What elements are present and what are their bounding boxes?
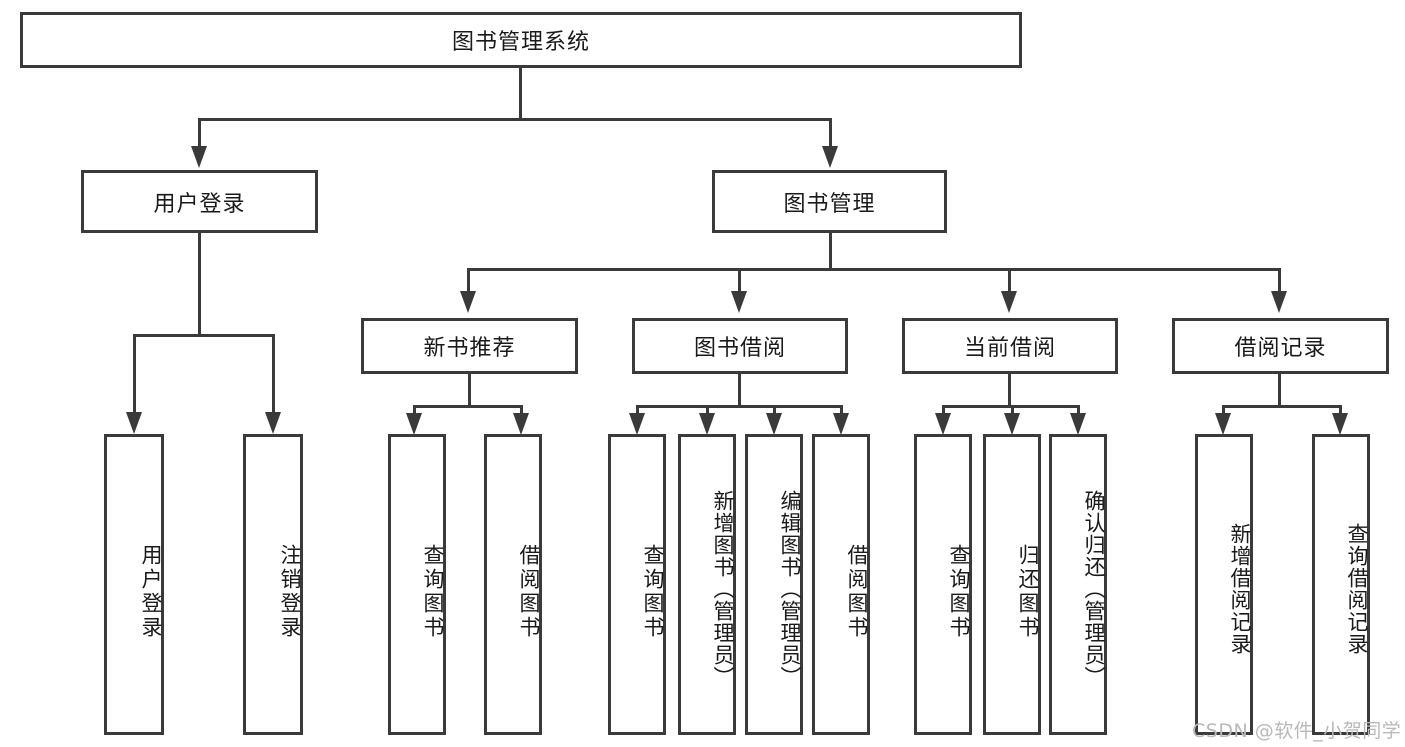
edge-cb-to-confirm [1077, 405, 1080, 417]
edge-cb-bar [942, 405, 1079, 408]
edge-user-login-bar [133, 334, 275, 337]
edge-bb-to-lend [840, 405, 843, 417]
leaf-bb-borrow-book[interactable]: 借阅图书 [812, 434, 870, 735]
arrow-user-login-to-login [126, 412, 142, 434]
edge-user-login-to-logout [272, 334, 275, 414]
edge-bm-to-record [1278, 268, 1281, 293]
node-borrow-record[interactable]: 借阅记录 [1172, 318, 1389, 374]
edge-cb-trunk [1008, 374, 1011, 408]
edge-cb-to-return [1011, 405, 1014, 417]
arrow-bb-to-add [699, 413, 715, 435]
arrow-bm-to-record [1271, 291, 1287, 313]
arrow-br-to-add [1215, 413, 1231, 435]
arrow-bm-to-current [1001, 291, 1017, 313]
edge-book-manage-trunk [829, 233, 832, 271]
leaf-cb-query-book[interactable]: 查询图书 [914, 434, 972, 735]
node-root-system[interactable]: 图书管理系统 [20, 12, 1022, 68]
edge-bb-to-edit [773, 405, 776, 417]
leaf-nbr-borrow-book[interactable]: 借阅图书 [484, 434, 542, 735]
edge-bb-bar [636, 405, 843, 408]
arrow-nbr-to-borrow [513, 413, 529, 435]
edge-bm-to-current [1008, 268, 1011, 293]
leaf-br-add-record[interactable]: 新增借阅记录 [1195, 434, 1253, 735]
arrow-br-to-query [1332, 413, 1348, 435]
leaf-nbr-query-book[interactable]: 查询图书 [388, 434, 446, 735]
edge-br-to-add [1222, 405, 1225, 417]
edge-book-manage-bar [467, 268, 1279, 271]
leaf-bb-add-book-admin[interactable]: 新增图书（管理员） [678, 434, 736, 735]
edge-br-to-query [1339, 405, 1342, 417]
leaf-user-logout[interactable]: 注销登录 [243, 434, 303, 735]
arrow-cb-to-return [1004, 413, 1020, 435]
arrow-nbr-to-query [406, 413, 422, 435]
edge-bm-to-borrow [738, 268, 741, 293]
leaf-bb-query-book[interactable]: 查询图书 [608, 434, 666, 735]
node-user-login[interactable]: 用户登录 [81, 170, 318, 233]
node-current-borrow[interactable]: 当前借阅 [902, 318, 1118, 374]
edge-root-bar [198, 118, 832, 121]
edge-nbr-to-query [413, 405, 416, 417]
arrow-user-login-to-logout [265, 412, 281, 434]
edge-root-trunk [519, 68, 522, 120]
leaf-user-login[interactable]: 用户登录 [104, 434, 164, 735]
arrow-bb-to-edit [766, 413, 782, 435]
arrow-cb-to-confirm [1070, 413, 1086, 435]
edge-br-bar [1222, 405, 1342, 408]
edge-root-to-user-login [198, 118, 201, 148]
edge-bb-trunk [738, 374, 741, 408]
edge-user-login-to-login [133, 334, 136, 414]
node-book-borrow[interactable]: 图书借阅 [632, 318, 848, 374]
arrow-bb-to-query [629, 413, 645, 435]
arrow-cb-to-query [935, 413, 951, 435]
edge-bm-to-new-book [467, 268, 470, 293]
arrow-bm-to-new-book [460, 291, 476, 313]
edge-user-login-trunk [198, 233, 201, 337]
arrow-root-to-book-manage [822, 146, 838, 168]
leaf-cb-confirm-return-admin[interactable]: 确认归还（管理员） [1049, 434, 1107, 735]
leaf-cb-return-book[interactable]: 归还图书 [983, 434, 1041, 735]
node-book-manage[interactable]: 图书管理 [712, 170, 947, 233]
arrow-root-to-user-login [191, 146, 207, 168]
leaf-bb-edit-book-admin[interactable]: 编辑图书（管理员） [745, 434, 803, 735]
arrow-bm-to-borrow [731, 291, 747, 313]
node-new-book-recommend[interactable]: 新书推荐 [361, 318, 578, 374]
edge-br-trunk [1278, 374, 1281, 408]
edge-root-to-book-manage [829, 118, 832, 148]
edge-cb-to-query [942, 405, 945, 417]
edge-bb-to-query [636, 405, 639, 417]
edge-nbr-to-borrow [520, 405, 523, 417]
edge-bb-to-add [706, 405, 709, 417]
csdn-watermark: CSDN @软件_小贺同学 [1192, 720, 1402, 742]
arrow-bb-to-lend [833, 413, 849, 435]
edge-nbr-trunk [468, 374, 471, 408]
leaf-br-query-record[interactable]: 查询借阅记录 [1312, 434, 1370, 735]
edge-nbr-bar [413, 405, 523, 408]
